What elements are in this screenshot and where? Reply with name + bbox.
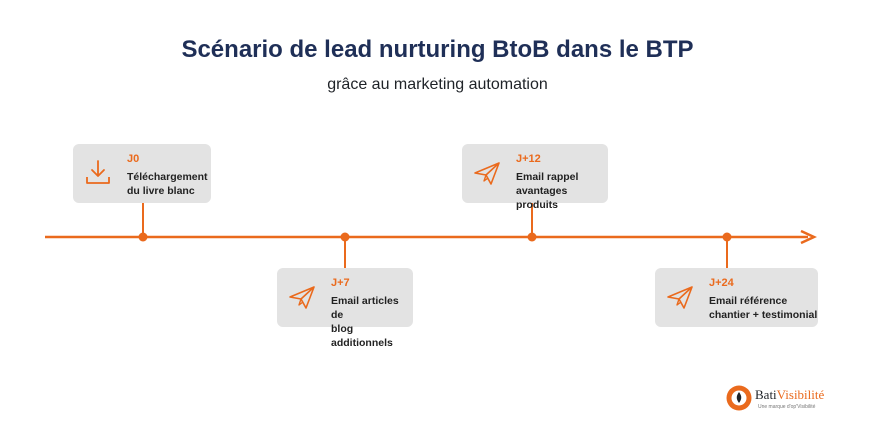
- step-day: J+12: [516, 153, 541, 165]
- paper-plane-icon: [667, 286, 693, 309]
- step-day: J0: [127, 153, 140, 165]
- step-card-j12: J+12 Email rappel avantages produits: [462, 144, 608, 211]
- logo-tagline: Une marque d'op'Visibilité: [758, 404, 816, 410]
- download-icon: [86, 160, 110, 184]
- timeline-dot-step-1: [138, 232, 148, 242]
- step-card-j7: J+7 Email articles de blog additionnels: [277, 268, 413, 349]
- step-label: Email référence chantier + testimonial: [709, 295, 818, 321]
- step-label: Téléchargement du livre blanc: [127, 171, 208, 197]
- step-day: J+24: [709, 277, 734, 289]
- timeline-dot-step-4: [722, 232, 732, 242]
- timeline-arrowhead: [800, 229, 817, 245]
- page-subtitle: grâce au marketing automation: [327, 76, 548, 93]
- paper-plane-icon: [289, 286, 315, 309]
- page-title: Scénario de lead nurturing BtoB dans le …: [181, 36, 694, 63]
- timeline-dot-step-2: [340, 232, 350, 242]
- step-day: J+7: [331, 277, 350, 289]
- step-card-j0: J0 Téléchargement du livre blanc: [73, 144, 211, 203]
- logo-name-part1: Bati: [755, 387, 777, 402]
- step-label: Email rappel avantages produits: [516, 171, 579, 211]
- logo-mark-icon: [726, 385, 752, 411]
- step-card-j24: J+24 Email référence chantier + testimon…: [655, 268, 818, 327]
- paper-plane-icon: [474, 162, 500, 185]
- logo-name-part2: Visibilité: [776, 387, 825, 402]
- brand-logo: BatiVisibilité Une marque d'op'Visibilit…: [726, 383, 846, 415]
- step-label: Email articles de blog additionnels: [331, 295, 399, 349]
- logo-name: BatiVisibilité: [755, 387, 824, 403]
- timeline-dot-step-3: [527, 232, 537, 242]
